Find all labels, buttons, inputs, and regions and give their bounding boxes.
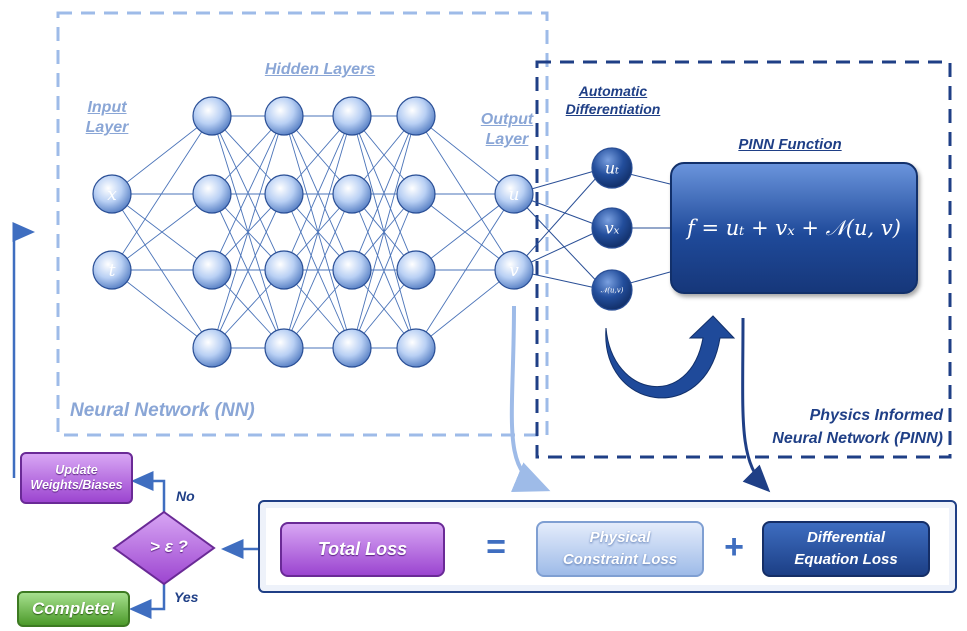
connection-line: [283, 115, 353, 349]
derivative-node-ut: [591, 147, 633, 189]
connection-line: [211, 115, 285, 271]
hidden-layers-label: Hidden Layers: [264, 61, 376, 78]
connection-line: [415, 193, 515, 349]
connection-line: [211, 115, 285, 349]
autodiff-connections: [513, 167, 671, 291]
hidden-node: [264, 328, 304, 368]
connection-line: [415, 269, 515, 349]
input-layer-label: Input Layer: [76, 98, 138, 138]
connection-line: [351, 115, 417, 271]
hidden-node: [396, 96, 436, 136]
output-layer-label: Output Layer: [472, 110, 542, 150]
equals-sign: =: [486, 528, 506, 566]
connection-line: [415, 115, 515, 271]
feedback-curve-arrow: [605, 315, 736, 399]
pinn-dashed-frame: [535, 60, 952, 459]
connection-line: [111, 115, 213, 271]
update-weights-box: Update Weights/Biases: [20, 452, 133, 504]
input-node-x-label: x: [107, 185, 117, 205]
hidden-node: [192, 174, 232, 214]
output-layer-label-line2: Layer: [485, 131, 529, 148]
hidden-node: [264, 96, 304, 136]
input-layer-label-line1: Input: [87, 99, 127, 116]
differential-equation-loss-box: Differential Equation Loss: [762, 521, 930, 577]
decision-to-update-line: [131, 471, 166, 512]
hidden-node: [396, 250, 436, 290]
output-node-v-label: v: [509, 261, 519, 281]
connection-line: [111, 269, 213, 349]
hidden-node: [332, 96, 372, 136]
nn-dashed-frame: [56, 11, 549, 437]
connection-line: [111, 193, 213, 349]
network-nodes: x t u v uₜ vₓ𝒩(u,v): [92, 96, 633, 368]
de-loss-line1: Differential: [806, 529, 886, 547]
decision-diamond: [112, 510, 216, 586]
connection-line: [351, 193, 417, 349]
connection-line: [283, 193, 353, 349]
pinn-to-loss-arrow: [741, 317, 771, 493]
decision-to-complete-line: [129, 584, 166, 619]
nn-title: Neural Network (NN): [70, 400, 255, 421]
pinn-function-equation: f = uₜ + vₓ + 𝒩(u, v): [687, 215, 901, 240]
hidden-node: [264, 174, 304, 214]
hidden-node: [192, 250, 232, 290]
derivative-node-nuv: [591, 269, 633, 311]
total-loss-label: Total Loss: [317, 539, 408, 559]
input-node-t: [92, 250, 132, 290]
yes-label: Yes: [174, 589, 199, 605]
connection-line: [351, 115, 417, 349]
total-loss-box: Total Loss: [280, 522, 445, 577]
plus-sign: +: [724, 528, 744, 566]
pinn-title-line1: Physics Informed: [809, 407, 943, 424]
output-node-v: [494, 250, 534, 290]
output-layer-label-line1: Output: [480, 111, 534, 128]
hidden-node: [396, 174, 436, 214]
derivative-node-nuv-label: 𝒩(u,v): [601, 286, 624, 294]
pinn-title-line2: Neural Network (PINN): [772, 430, 943, 448]
hidden-node: [192, 328, 232, 368]
physical-loss-line2: Constraint Loss: [562, 551, 678, 568]
connection-line: [211, 193, 285, 349]
derivative-node-vx-label: vₓ: [605, 219, 620, 238]
connection-line: [415, 115, 515, 195]
hidden-node: [396, 328, 436, 368]
autodiff-label-line1: Automatic: [578, 83, 648, 99]
pinn-title: Physics Informed Neural Network (PINN): [772, 404, 943, 450]
network-connections: [111, 115, 515, 349]
hidden-node: [332, 328, 372, 368]
decision-label: > ε ?: [150, 537, 188, 556]
autodiff-label: Automatic Differentiation: [548, 83, 678, 118]
pinn-function-box: f = uₜ + vₓ + 𝒩(u, v): [670, 162, 918, 294]
input-layer-label-line2: Layer: [85, 119, 129, 136]
pinn-function-label: PINN Function: [738, 136, 842, 153]
connection-line: [111, 193, 213, 271]
complete-box: Complete!: [17, 591, 130, 627]
input-node-x: [92, 174, 132, 214]
complete-label: Complete!: [31, 599, 116, 618]
autodiff-label-line2: Differentiation: [565, 100, 661, 117]
de-loss-line2: Equation Loss: [794, 551, 898, 568]
connection-line: [415, 193, 515, 271]
derivative-node-ut-label: uₜ: [605, 159, 619, 178]
derivative-node-vx: [591, 207, 633, 249]
update-to-nn-line: [12, 222, 35, 478]
connection-line: [283, 115, 353, 271]
output-node-u: [494, 174, 534, 214]
hidden-node: [264, 250, 304, 290]
update-line1: Update: [55, 463, 98, 477]
hidden-node: [332, 250, 372, 290]
hidden-node: [192, 96, 232, 136]
physical-constraint-loss-box: Physical Constraint Loss: [536, 521, 704, 577]
physical-loss-line1: Physical: [589, 529, 651, 547]
hidden-node: [332, 174, 372, 214]
input-node-t-label: t: [109, 261, 116, 281]
no-label: No: [176, 488, 195, 504]
output-node-u-label: u: [509, 185, 520, 205]
nn-to-loss-arrow: [509, 305, 551, 492]
connection-line: [111, 115, 213, 195]
update-line2: Weights/Biases: [30, 478, 123, 492]
